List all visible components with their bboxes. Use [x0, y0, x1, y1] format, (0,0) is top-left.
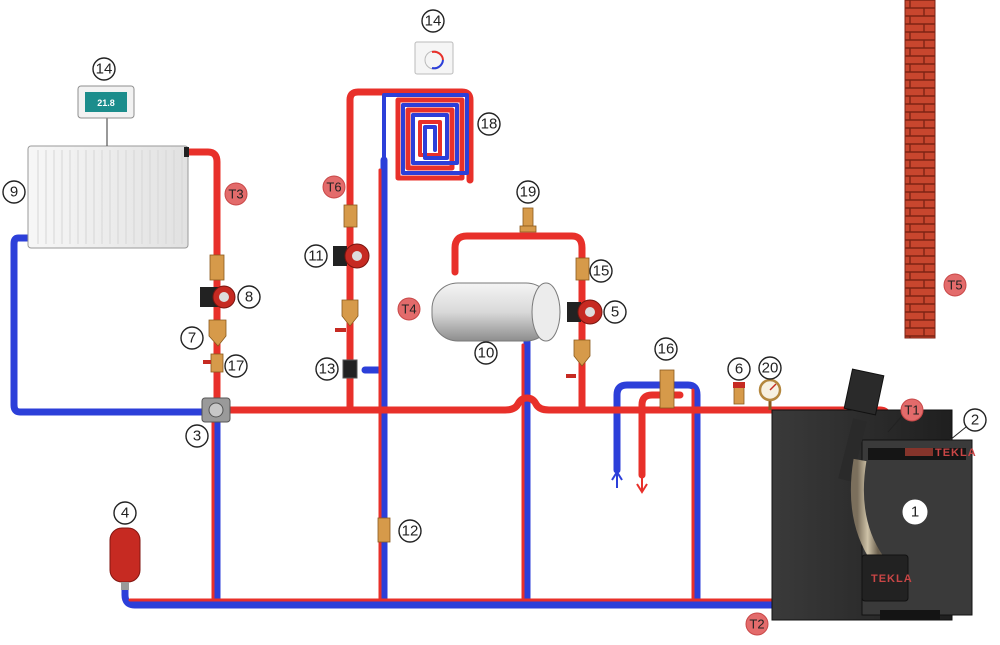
svg-text:4: 4: [121, 505, 129, 522]
svg-text:6: 6: [735, 361, 743, 378]
radiator: [27, 145, 189, 249]
pipe-main-return: [121, 581, 794, 609]
arrow-up-icon: [611, 470, 623, 488]
callout-buffer-tank: 10: [474, 341, 498, 365]
supply-pipes: [128, 88, 892, 602]
callout-valve-radiator-bottom: 17: [224, 354, 248, 378]
pellet-boiler: TEKLA TEKLA: [771, 368, 977, 621]
callout-safety-valve: 6: [727, 357, 751, 381]
floor-thermostat: [414, 41, 454, 75]
callout-boiler: 1: [902, 499, 928, 525]
expansion-vessel: [109, 527, 141, 590]
buffer-tank: [431, 282, 561, 342]
svg-text:19: 19: [520, 184, 537, 201]
safety-valve: [733, 382, 745, 405]
sensor-t6: T6: [322, 175, 346, 199]
pump-floor: [333, 204, 370, 379]
svg-text:16: 16: [658, 341, 675, 358]
callout-valve-bottom: 12: [398, 519, 422, 543]
svg-text:1: 1: [911, 504, 919, 521]
svg-text:T1: T1: [904, 403, 919, 418]
arrow-down-icon: [636, 478, 648, 494]
pipe-radiator-supply: [185, 148, 221, 414]
sensor-t4: T4: [397, 297, 421, 321]
callouts: 1 2 3 4 5 6 7 8 9 10 11 12 13 14 14 15 1…: [2, 9, 987, 543]
callout-air-vent: 19: [516, 180, 540, 204]
floor-heating-coil: [382, 93, 469, 181]
svg-text:3: 3: [193, 428, 201, 445]
callout-valve-buffer-top: 15: [589, 259, 613, 283]
callout-check-valve: 13: [315, 357, 339, 381]
callout-pump-buffer: 5: [603, 300, 627, 324]
callout-filter: 7: [180, 326, 204, 350]
callout-radiator: 9: [2, 180, 26, 204]
boiler-panel-brand: TEKLA: [935, 447, 977, 459]
callout-mixing-valve: 3: [185, 424, 209, 448]
callout-thermostat-room: 14: [92, 57, 116, 81]
filter-radiator: [208, 319, 227, 347]
callout-pump-radiator: 8: [237, 285, 261, 309]
pipe-dhw-loop: [613, 381, 701, 607]
svg-text:2: 2: [971, 412, 979, 429]
callout-thermostat-floor: 14: [421, 9, 445, 33]
svg-text:12: 12: [402, 523, 419, 540]
svg-text:9: 9: [10, 184, 18, 201]
sensor-t2: T2: [745, 612, 769, 636]
pump-radiator: [200, 254, 236, 309]
temperature-sensors: T1 T2 T3 T4 T5 T6: [224, 175, 967, 636]
room-thermostat: 21.8: [77, 85, 135, 146]
svg-text:7: 7: [188, 330, 196, 347]
svg-text:T2: T2: [749, 617, 764, 632]
svg-text:10: 10: [478, 345, 495, 362]
valve-radiator: [203, 353, 224, 373]
pipe-buffer-top: [451, 232, 586, 414]
pump-buffer: [566, 257, 603, 378]
svg-text:14: 14: [425, 13, 442, 30]
svg-text:18: 18: [481, 116, 498, 133]
svg-text:20: 20: [762, 360, 779, 377]
svg-text:13: 13: [319, 361, 336, 378]
callout-thermostatic-valve: 16: [654, 337, 678, 361]
dhw-arrows: [611, 470, 648, 494]
svg-text:14: 14: [96, 61, 113, 78]
pipe-main-supply: [213, 394, 884, 414]
svg-text:T3: T3: [228, 187, 243, 202]
callout-expansion-vessel: 4: [113, 501, 137, 525]
mixing-valve: [201, 397, 231, 423]
svg-text:T5: T5: [947, 278, 962, 293]
callout-pump-floor: 11: [304, 244, 328, 268]
air-vent: [519, 207, 537, 233]
brick-wall: [904, 0, 936, 339]
sensor-t5: T5: [943, 273, 967, 297]
svg-text:T4: T4: [401, 302, 416, 317]
valve-bottom: [377, 517, 391, 543]
pressure-gauge: [758, 378, 782, 410]
svg-text:8: 8: [245, 289, 253, 306]
boiler-brand: TEKLA: [871, 573, 913, 585]
svg-text:15: 15: [593, 263, 610, 280]
room-thermostat-display: 21.8: [97, 98, 115, 108]
sensor-t1: T1: [887, 398, 924, 433]
svg-text:T6: T6: [326, 180, 341, 195]
pipe-dhw-hot: [638, 391, 684, 479]
svg-text:5: 5: [611, 304, 619, 321]
callout-controller: 2: [949, 408, 987, 441]
pipe-radiator-return: [10, 234, 214, 416]
sensor-t3: T3: [224, 182, 248, 206]
svg-text:11: 11: [308, 248, 324, 265]
thermostatic-valve: [659, 369, 675, 409]
svg-text:17: 17: [228, 358, 245, 375]
callout-floor-heating: 18: [477, 112, 501, 136]
pipe-floor-supply: [346, 88, 474, 414]
callout-pressure-gauge: 20: [758, 356, 782, 380]
